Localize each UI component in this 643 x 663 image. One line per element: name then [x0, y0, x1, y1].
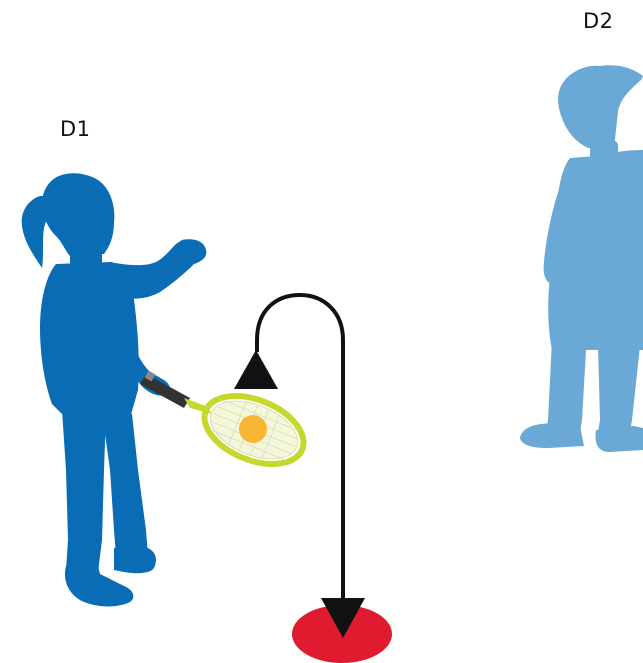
- ball-trajectory-arrow: [234, 292, 365, 638]
- downward-arrowhead-icon: [321, 598, 365, 638]
- tennis-racket: [140, 370, 307, 467]
- upward-arrowhead-icon: [234, 350, 278, 389]
- player-d1-label: D1: [60, 117, 91, 141]
- player-d1-silhouette: [21, 173, 207, 607]
- tennis-ball: [239, 415, 267, 443]
- player-d2-silhouette: [520, 65, 643, 452]
- player-d2-label: D2: [583, 9, 614, 33]
